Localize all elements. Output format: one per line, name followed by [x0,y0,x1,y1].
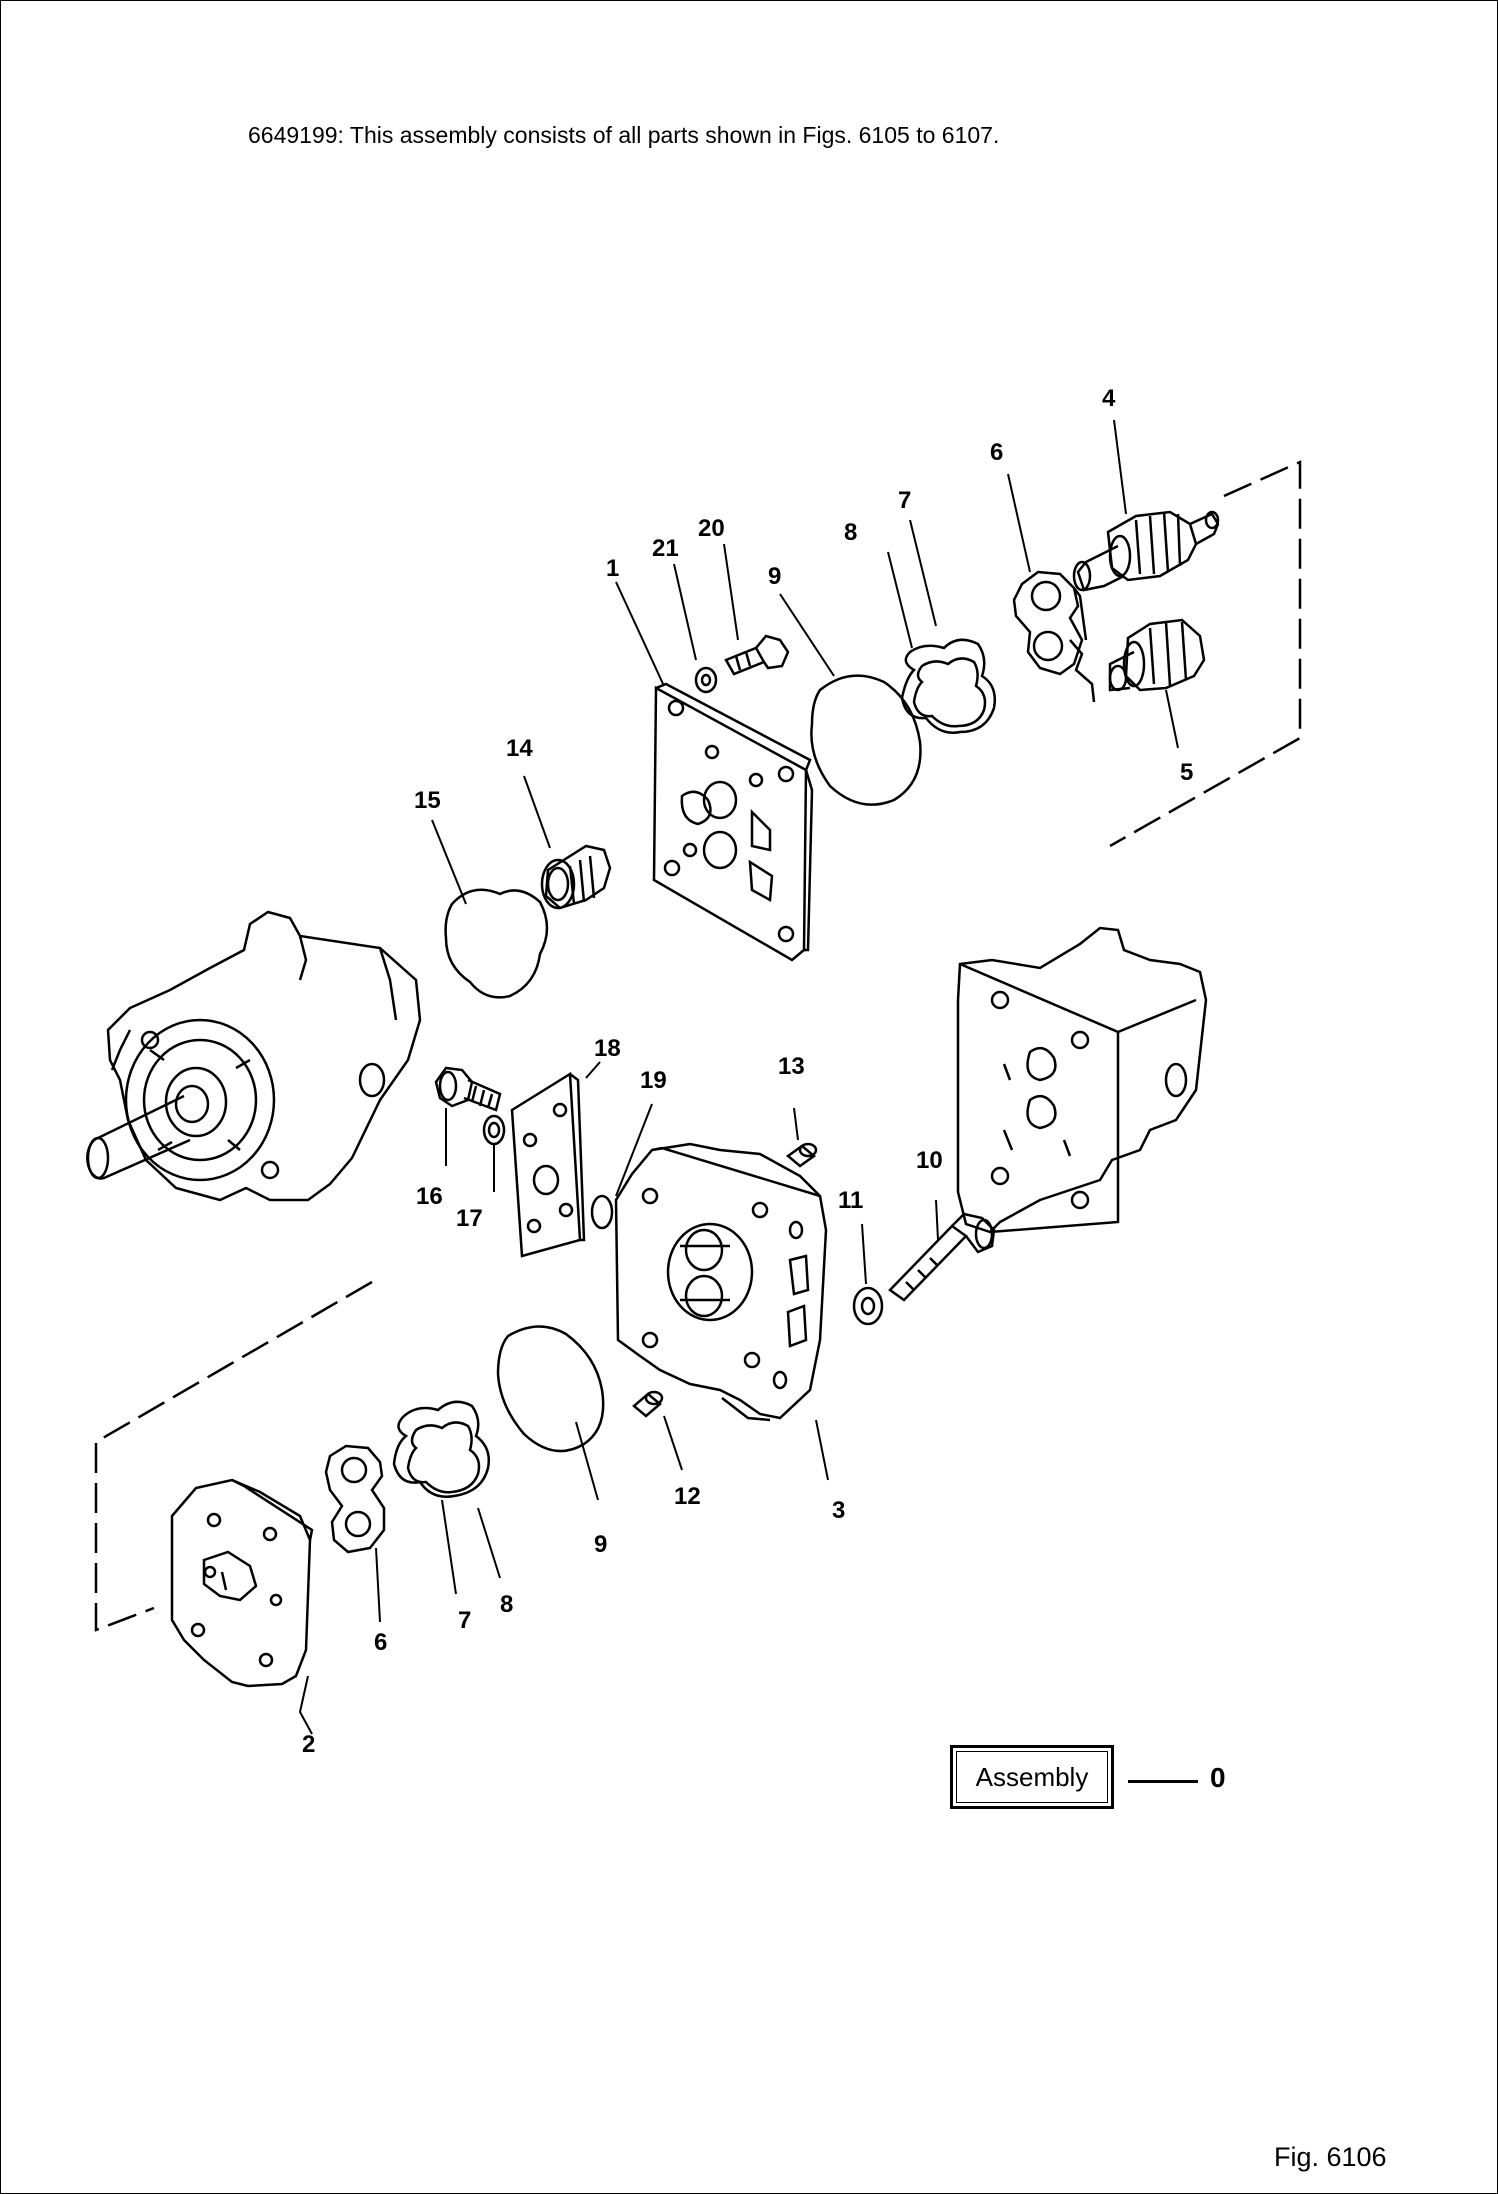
callout-6-top: 6 [990,439,1003,466]
part-17-washer [482,1114,506,1146]
part-15-seal [444,888,549,999]
callout-8-top: 8 [844,519,857,546]
callout-9-bottom: 9 [594,1531,607,1558]
part-14-bearing [540,844,612,910]
part-19-o-ring [590,1194,614,1230]
upper-right-bracket [1109,460,1302,848]
callout-10: 10 [916,1147,943,1174]
part-21-washer [694,666,718,694]
callout-7-bottom: 7 [458,1607,471,1634]
leader-lines [298,419,1179,1735]
callout-14: 14 [506,735,533,762]
assembly-legend-box: Assembly [950,1745,1114,1809]
assembly-legend-line [1128,1780,1198,1783]
callout-17: 17 [456,1205,483,1232]
callout-6-bottom: 6 [374,1629,387,1656]
callout-3: 3 [832,1497,845,1524]
callout-8-bottom: 8 [500,1591,513,1618]
part-3-gear-case [614,1142,828,1422]
callout-4: 4 [1102,385,1116,412]
callout-5: 5 [1180,759,1193,786]
part-4-drive-gear [1072,510,1220,592]
part-11-washer [852,1286,884,1326]
callout-12: 12 [674,1483,701,1510]
part-5-driven-gear [1108,618,1206,692]
part-6-bushing-top [1012,570,1096,703]
callout-21: 21 [652,535,679,562]
rear-pump-body [956,926,1208,1234]
callout-numbers: 1 2 3 4 5 6 6 7 7 8 8 9 9 10 11 12 13 14… [302,385,1193,1758]
callout-20: 20 [698,515,725,542]
part-2-flange [170,1478,314,1688]
part-1-cover-plate [652,682,814,962]
callout-11: 11 [838,1187,863,1214]
part-9-ring-bottom [496,1325,605,1453]
callout-19: 19 [640,1067,667,1094]
callout-15: 15 [414,787,441,814]
assembly-code: 0 [1210,1762,1226,1793]
part-9-ring-top [810,674,922,806]
part-6-bushing-bottom [324,1444,386,1554]
callout-18: 18 [594,1035,621,1062]
callout-16: 16 [416,1183,443,1210]
callout-13: 13 [778,1053,805,1080]
part-18-plate [510,1071,586,1258]
callout-7-top: 7 [898,487,911,514]
assembly-label: Assembly [956,1751,1108,1803]
part-16-bolt [434,1066,502,1112]
part-7-gasket-bottom [392,1400,490,1498]
part-8-seal-bottom [406,1421,481,1494]
figure-label: Fig. 6106 [1274,2142,1387,2172]
part-8-seal-top [912,657,987,728]
part-20-bolt [724,634,790,676]
front-pump-body [86,910,422,1202]
callout-9-top: 9 [768,563,781,590]
lower-left-bracket [94,1280,373,1632]
part-13-dowel-pin [785,1142,818,1168]
callout-1: 1 [606,555,619,582]
part-10-bolt [888,1212,996,1302]
part-7-gasket-top [900,638,996,734]
assembly-note: 6649199: This assembly consists of all p… [248,122,1000,148]
part-12-dowel-pin [632,1390,664,1418]
callout-2: 2 [302,1731,315,1758]
